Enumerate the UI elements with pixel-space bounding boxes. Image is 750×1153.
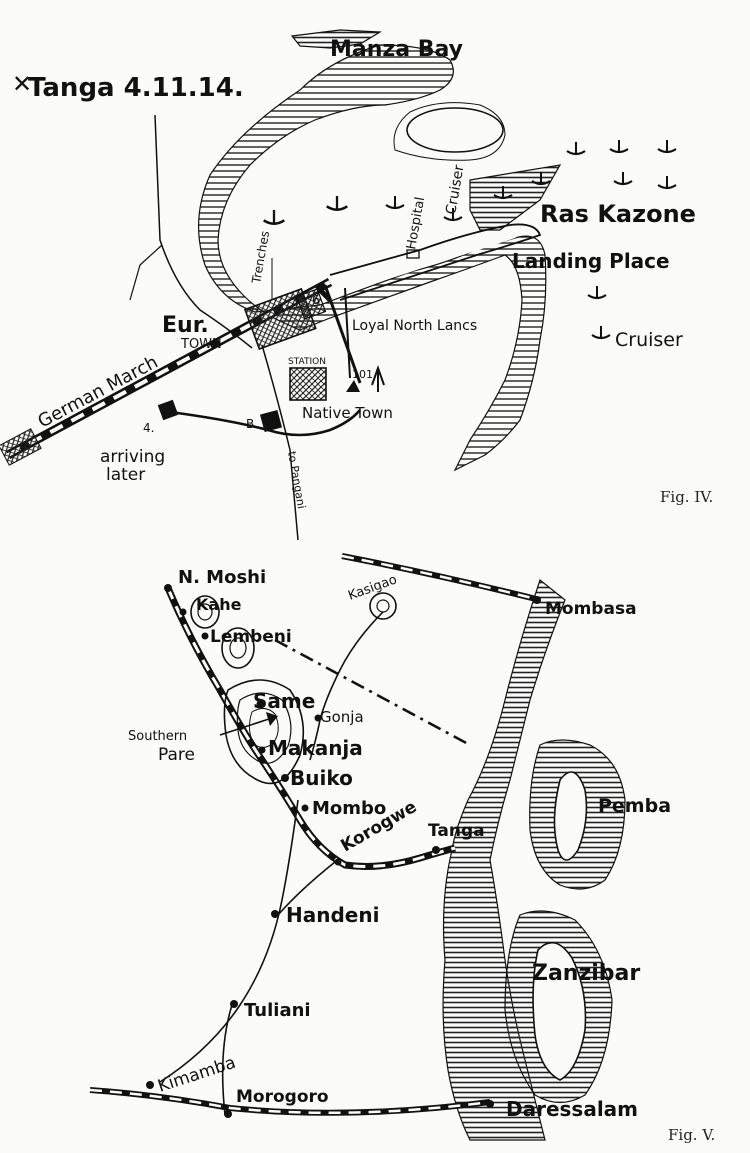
pemba-island [553,771,588,861]
southern-pare-label-2: Pare [158,745,195,765]
tanga-coastland [198,44,547,472]
reinforcement-route [169,409,361,437]
lembeni-mountain [221,627,255,669]
northern-track [129,244,163,301]
kahe-label: Kahe [196,595,242,614]
european-town-label: Eur. [162,313,209,338]
kasigao-mountain [369,592,397,620]
unit-b-marker [259,409,283,433]
tanga-label: Tanga [428,821,485,841]
unit-4-label: 4. [143,421,154,435]
ship-icon [586,286,608,300]
town-annex [295,288,327,320]
german-march-road [154,114,253,349]
southern-pare-label-1: Southern [128,729,187,744]
buiko-label: Buiko [290,766,353,790]
east-african-coast [442,578,566,1141]
map-title: Tanga 4.11.14. [28,73,244,103]
ras-kazone-label: Ras Kazone [540,200,696,228]
station-label: STATION [288,357,326,367]
cruiser-label-right: Cruiser [615,329,683,351]
offshore-reef [469,164,562,231]
gonja-label: Gonja [320,708,364,726]
manza-bay-label: Manza Bay [330,37,463,62]
daressalam-label: Daressalam [506,1097,638,1121]
colonial-border [274,638,471,747]
station-block [289,367,327,401]
unit-101-label: 101 [352,368,373,381]
british-line-right [344,287,351,379]
mombo-label: Mombo [312,798,386,819]
tanga-bay-shore [239,104,545,300]
island-shoreline [393,102,506,161]
native-town-label: Native Town [302,404,393,422]
n-moshi-label: N. Moshi [178,567,266,588]
battle-cross-icon: ✕ [12,70,32,98]
unit-6-label: 6 [312,293,320,307]
pemba-label: Pemba [598,795,671,817]
road-south [159,799,299,1083]
figure-v-caption: Fig. V. [668,1126,715,1144]
hospital-building [406,249,420,259]
pangani-label: to Pangani [285,450,308,510]
ship-icon [612,172,634,186]
manza-bay-coast [290,29,383,49]
tuliani-label: Tuliani [244,1000,311,1021]
unit-b-label: B [246,417,254,431]
road-southern-pare-arrow [219,717,273,736]
later-label: later [106,465,145,485]
unit-101-arrow [371,364,385,392]
cruiser-icon [590,326,612,340]
landing-place-label: Landing Place [512,249,670,273]
unit-6-marker [318,288,332,302]
uganda-railway-inner [341,554,541,602]
ship-icon [656,176,678,190]
zanzibar-island [532,941,587,1081]
ship-icon [565,142,587,156]
arriving-label: arriving [100,447,165,467]
handeni-label: Handeni [286,903,379,927]
figure-tanga-map: Tanga 4.11.14. ✕ Manza Bay Ras Kazone La… [0,29,713,541]
pangani-road [261,344,299,541]
loyal-north-lancs-label: Loyal North Lancs [352,318,477,334]
figure-east-africa-map: N. Moshi Kahe Lembeni Kasigao Mombasa Sa… [89,553,715,1144]
morogoro-label: Morogoro [236,1087,329,1107]
flag-marker [346,380,360,392]
same-label: Same [253,689,315,713]
town-markers [146,584,541,1118]
lembeni-label: Lembeni [210,627,292,647]
kahe-mountain [190,595,220,629]
pare-arrow-head [266,712,278,726]
unit-4-marker [157,399,179,421]
road-tuliani-morogoro [221,1004,233,1116]
ras-kazone-peninsula [329,223,542,301]
town-label: TOWN [180,337,222,352]
road-korogwe-handeni [277,861,336,916]
harbour-island [406,107,504,153]
makanja-label: Makanja [268,736,363,760]
british-line-left [323,284,362,384]
ship-icon [656,140,678,154]
mombasa-label: Mombasa [545,599,637,619]
kimamba-label: Kimamba [155,1053,238,1097]
zanzibar-label: Zanzibar [532,961,640,986]
figure-iv-caption: Fig. IV. [660,488,713,506]
ship-icon [608,140,630,154]
usambara-railway-inner [166,587,456,868]
central-railway-inner [89,1088,491,1115]
road-kasigao-gonja [309,611,384,761]
